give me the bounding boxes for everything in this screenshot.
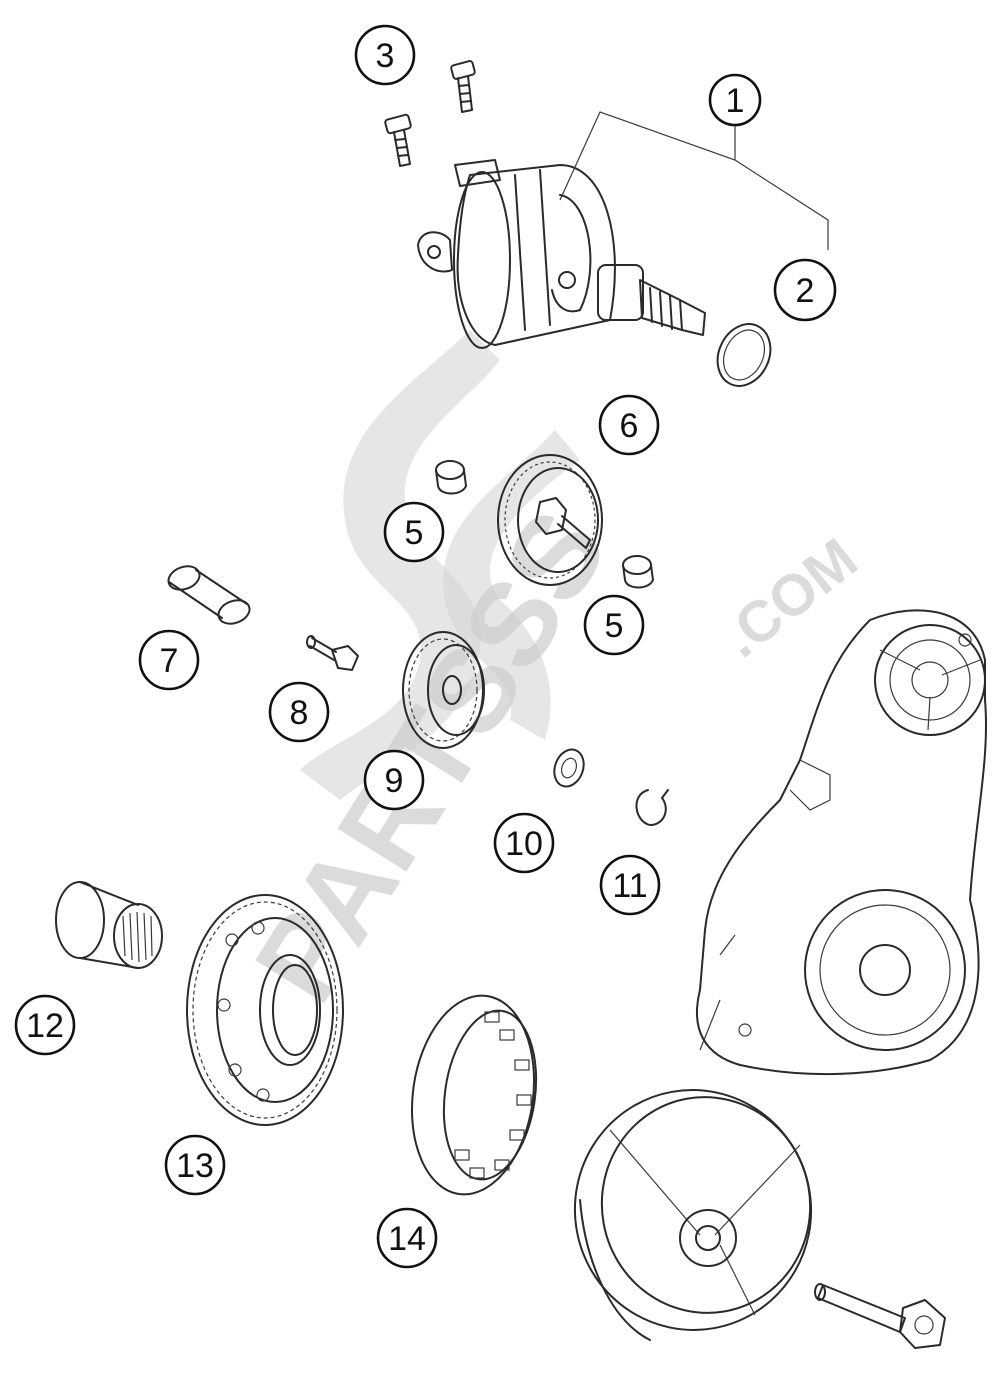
callout-label: 13 — [176, 1147, 214, 1185]
callout-label: 8 — [290, 694, 309, 732]
part-bushing-lower — [622, 555, 654, 589]
callout-9: 9 — [363, 749, 425, 811]
part-freewheel — [410, 994, 538, 1196]
callout-10: 10 — [493, 812, 555, 874]
part-engine-cover — [695, 609, 988, 1076]
part-o-ring — [716, 323, 772, 387]
part-starter-gear — [186, 894, 344, 1126]
callout-label: 7 — [160, 642, 179, 680]
callout-label: 12 — [26, 1007, 64, 1045]
callout-label: 10 — [505, 825, 543, 863]
part-small-gear — [402, 631, 485, 749]
callout-label: 1 — [726, 82, 745, 120]
leader-lines — [559, 111, 829, 250]
callout-5-upper: 5 — [383, 501, 445, 563]
callout-2: 2 — [773, 258, 837, 322]
watermark: PARTSSS .COM — [230, 330, 869, 1024]
part-intermediate-gear — [497, 454, 603, 586]
callout-1: 1 — [708, 73, 762, 127]
callout-label: 6 — [620, 407, 639, 445]
callout-label: 9 — [385, 762, 404, 800]
callout-13: 13 — [164, 1134, 226, 1196]
callout-label: 14 — [388, 1220, 426, 1258]
part-screw-pair — [384, 60, 476, 167]
callout-7: 7 — [138, 629, 200, 691]
callout-12: 12 — [14, 994, 76, 1056]
callout-3: 3 — [354, 24, 416, 86]
part-bushing-upper — [435, 460, 467, 495]
callout-label: 3 — [376, 37, 395, 75]
part-circlip — [635, 789, 669, 826]
part-flywheel — [573, 1089, 813, 1341]
part-flywheel-bolt — [814, 1283, 946, 1349]
callout-label: 2 — [796, 272, 815, 310]
callout-14: 14 — [376, 1207, 438, 1269]
part-needle-bearing — [55, 881, 163, 969]
callout-8: 8 — [268, 681, 330, 743]
part-sleeve — [167, 565, 251, 625]
callout-5-lower: 5 — [583, 594, 645, 656]
callout-label: 11 — [612, 867, 647, 905]
part-bolt-small — [306, 635, 359, 671]
callout-label: 5 — [405, 514, 424, 552]
part-washer — [553, 748, 585, 788]
callout-11: 11 — [599, 854, 661, 916]
part-starter-motor — [417, 159, 706, 349]
callout-6: 6 — [598, 394, 660, 456]
callout-label: 5 — [605, 607, 624, 645]
